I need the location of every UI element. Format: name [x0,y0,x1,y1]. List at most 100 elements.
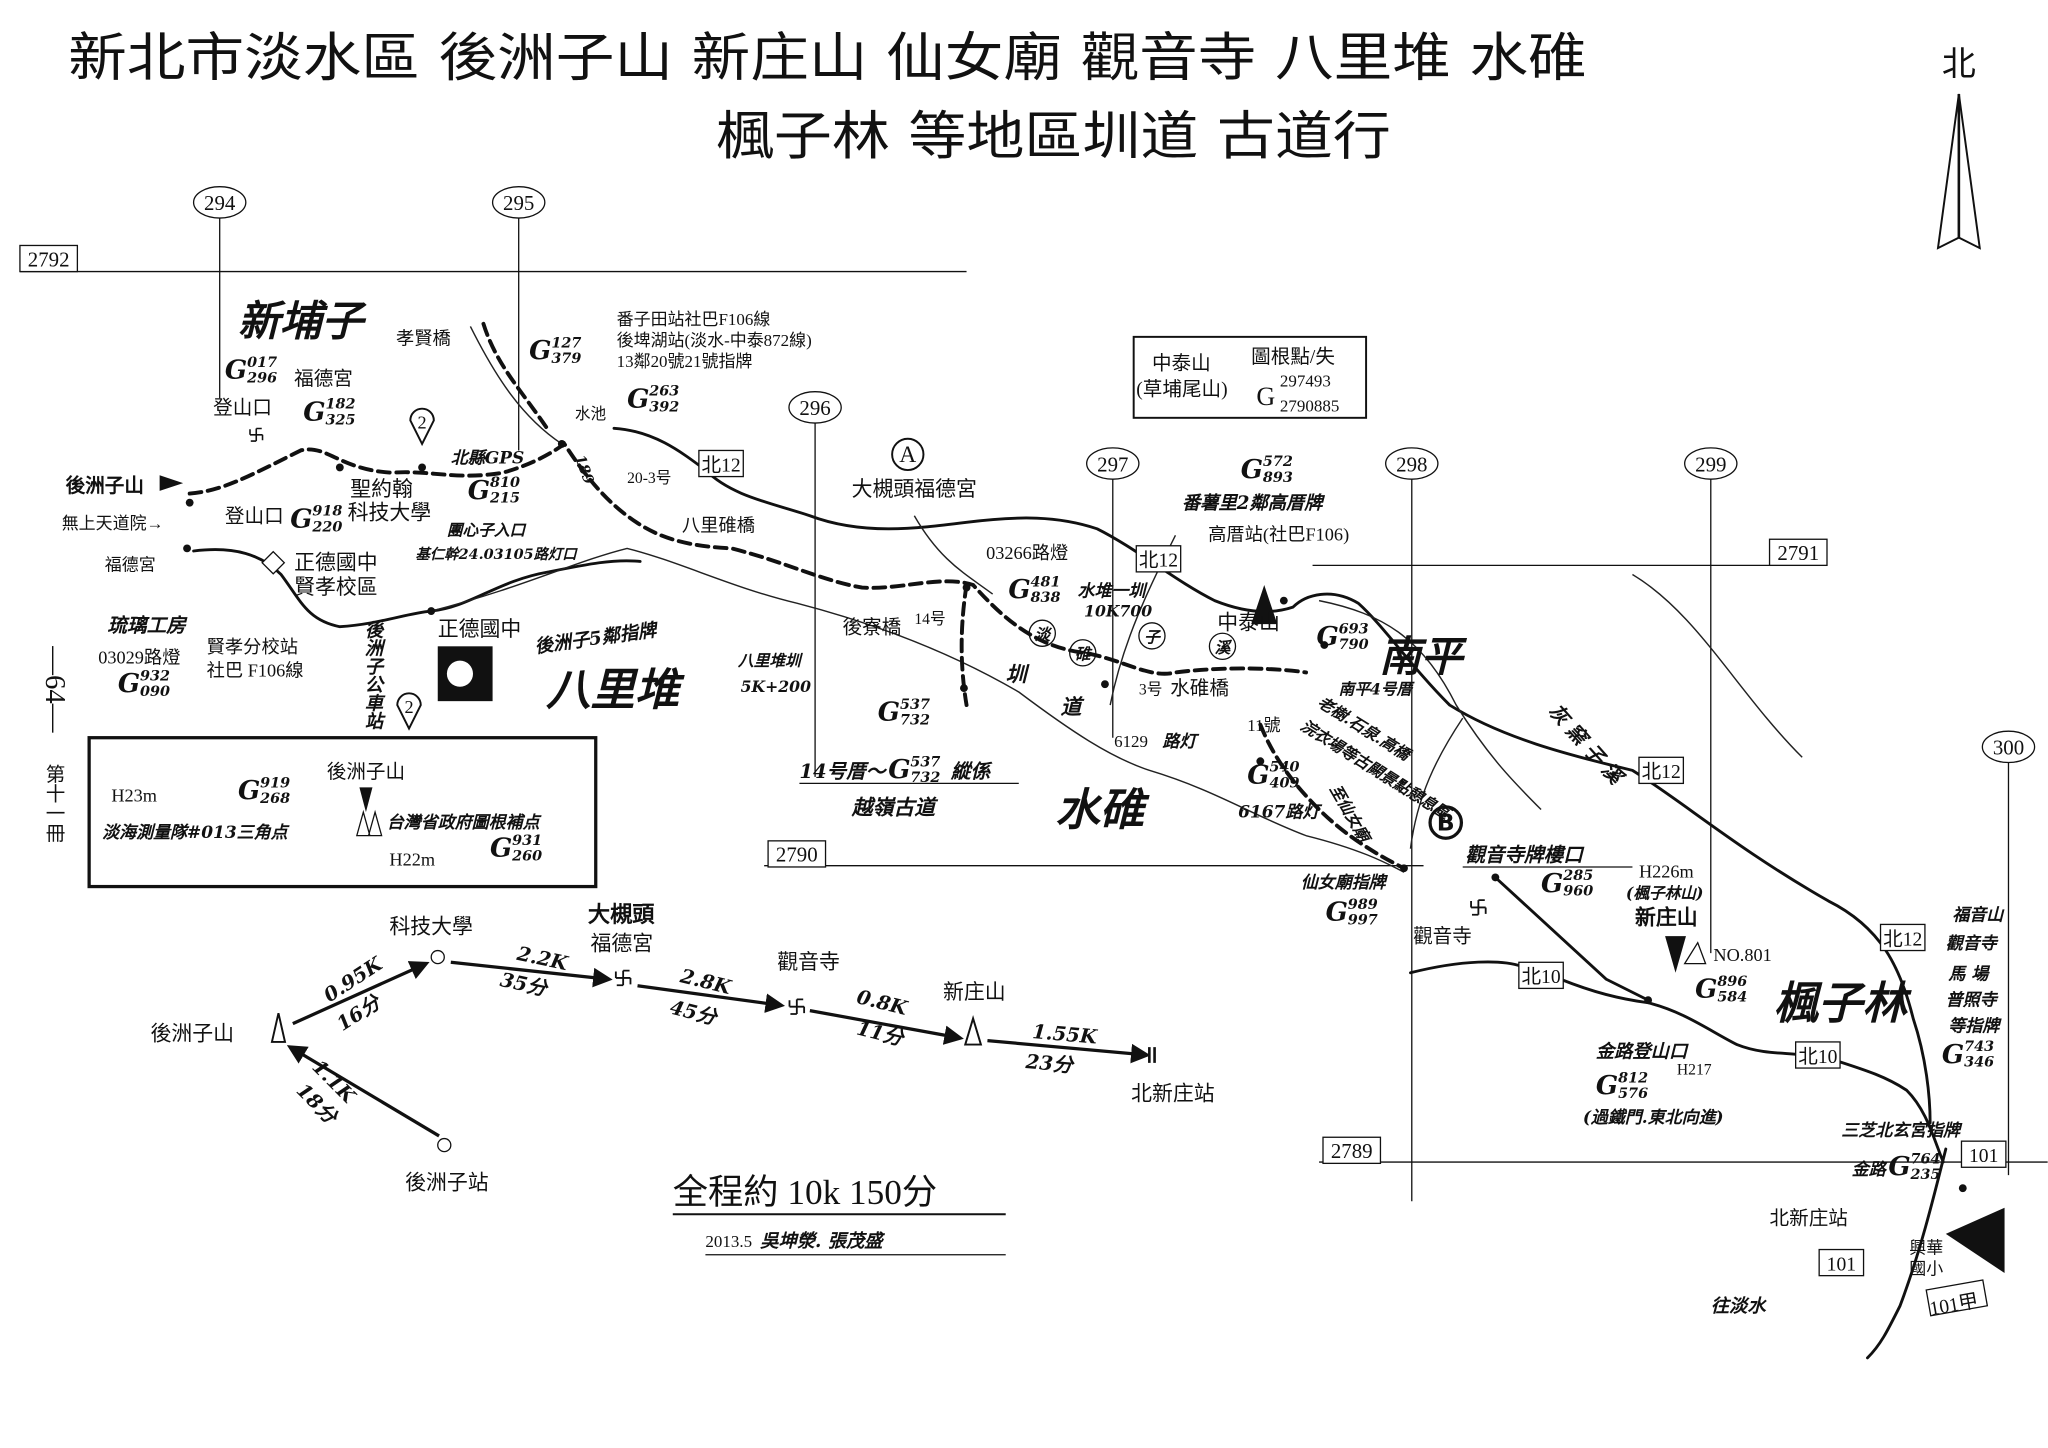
g-letter: G [1942,1039,1964,1070]
waypoint-pin-icon [409,407,435,447]
route-segment-distance: 0.95K [320,952,388,1007]
g-bottom-value: 576 [1618,1086,1648,1102]
map-label: H217 [1677,1062,1712,1079]
g-top-value: 017 [247,355,277,371]
g-top-value: 919 [260,775,290,791]
g-letter: G [118,668,140,699]
grid-easting-label: 294 [204,191,236,215]
map-label: 聖約翰 [350,477,413,501]
road-number-label: 北12 [1883,928,1922,950]
road-number-box [1518,961,1564,990]
g-letter: G [888,754,910,785]
route-diagram [270,949,1156,1153]
map-label: 科技大學 [348,501,432,525]
map-label: 正德國中 [294,550,378,574]
grid-easting-circle [491,186,546,219]
temple-icon [788,998,806,1015]
map-label: 興華 [1909,1238,1943,1257]
g-letter: G [468,475,490,506]
station-circle-icon [437,1137,452,1153]
inset-height-left: H23m [111,786,157,806]
grid-northing-label: 2789 [1331,1139,1373,1163]
g-bottom-value: 346 [1964,1055,1994,1071]
g-letter: G [1541,868,1563,899]
map-label: 番子田站社巴F106線 [617,310,771,329]
region-name: 八里堆 [546,664,685,716]
road-number-box [1818,1248,1865,1277]
peak-triangle-icon [270,1012,287,1043]
g-top-value: 932 [140,668,170,684]
map-label: 3号 [1139,681,1162,699]
map-label: 正德國中 [438,617,522,641]
grid-easting-label: 298 [1396,452,1427,476]
map-label: 普照寺 [1946,990,1999,1010]
g-bottom-value: 379 [551,351,581,367]
map-label: 琉璃工房 [107,614,188,637]
map-label: 溪 [1215,638,1233,657]
map-label: 11號 [1247,716,1280,735]
g-bottom-value: 296 [246,371,277,387]
g-top-value: 285 [1562,868,1593,884]
map-label: 淡 [1034,625,1052,644]
map-label: 越嶺古道 [851,795,939,820]
grid-northing-box [1768,538,1828,567]
map-label: 道 [1061,694,1085,719]
map-label: 後寮橋 [843,616,902,638]
school-block-icon [437,646,493,702]
map-label: 14号 [914,610,945,628]
road-number-box [1960,1140,2007,1168]
g-top-value: 182 [325,397,355,413]
g-top-value: 693 [1339,621,1369,637]
road-north12 [612,426,1932,1125]
volume-label: 第十一冊 [42,764,65,842]
map-label: 後洲子5鄰指牌 [533,620,660,658]
inset-note-left: 淡海測量隊#013三角点 [102,823,289,843]
road-number-label: 北12 [701,454,740,476]
grid-northing-box [767,840,827,868]
stream-circle-icon [1069,639,1097,667]
map-label: 水池 [575,405,607,423]
g-bottom-value: 893 [1263,470,1293,486]
g-top-value: 812 [1618,1070,1648,1086]
station-block-icon [1945,1207,2005,1274]
g-top-value: 537 [910,754,940,770]
map-label: 三芝北玄宮指牌 [1841,1121,1963,1141]
map-label: 賢孝分校站 [207,637,298,657]
g-top-value: 931 [512,833,542,849]
map-label: 新庄山 [1635,905,1698,929]
map-label: 子 [1144,627,1162,646]
benchmark-triangle-icon [1683,941,1707,965]
route-summary-total: 全程約 10k 150分 [673,1173,937,1212]
school-diamond-icon [261,550,286,575]
map-label: 福德宮 [294,368,353,390]
route-node-label: 福德宮 [591,932,654,956]
survey-point-triangle-icon [1665,936,1686,973]
route-node-label: 北新庄站 [1131,1082,1215,1106]
map-label: 大槻頭福德宮 [852,477,977,501]
map-label: 水堆一圳 [1078,582,1149,602]
stream-circle-icon [1138,622,1166,650]
map-label: 中泰山 [1217,610,1280,634]
grid-easting-label: 299 [1695,452,1726,476]
g-top-value: 481 [1031,574,1061,590]
grid-easting-label: 300 [1993,736,2024,760]
map-label: 後洲子公車站 [362,620,383,730]
grid-easting-circle [1385,447,1439,480]
route-node-label: 後洲子站 [405,1170,489,1194]
waypoint-marker-label: 2 [418,412,427,432]
g-letter: G [1247,759,1269,790]
g-top-value: 263 [648,384,679,400]
map-label: 番薯里2鄰高厝牌 [1182,493,1325,514]
temple-icon [1470,899,1487,916]
info-box-status: 圖根點/失 [1251,346,1335,368]
g-bottom-value: 220 [311,519,342,535]
map-label: 6167路灯 [1238,802,1322,822]
road-number-box [1795,1041,1841,1069]
